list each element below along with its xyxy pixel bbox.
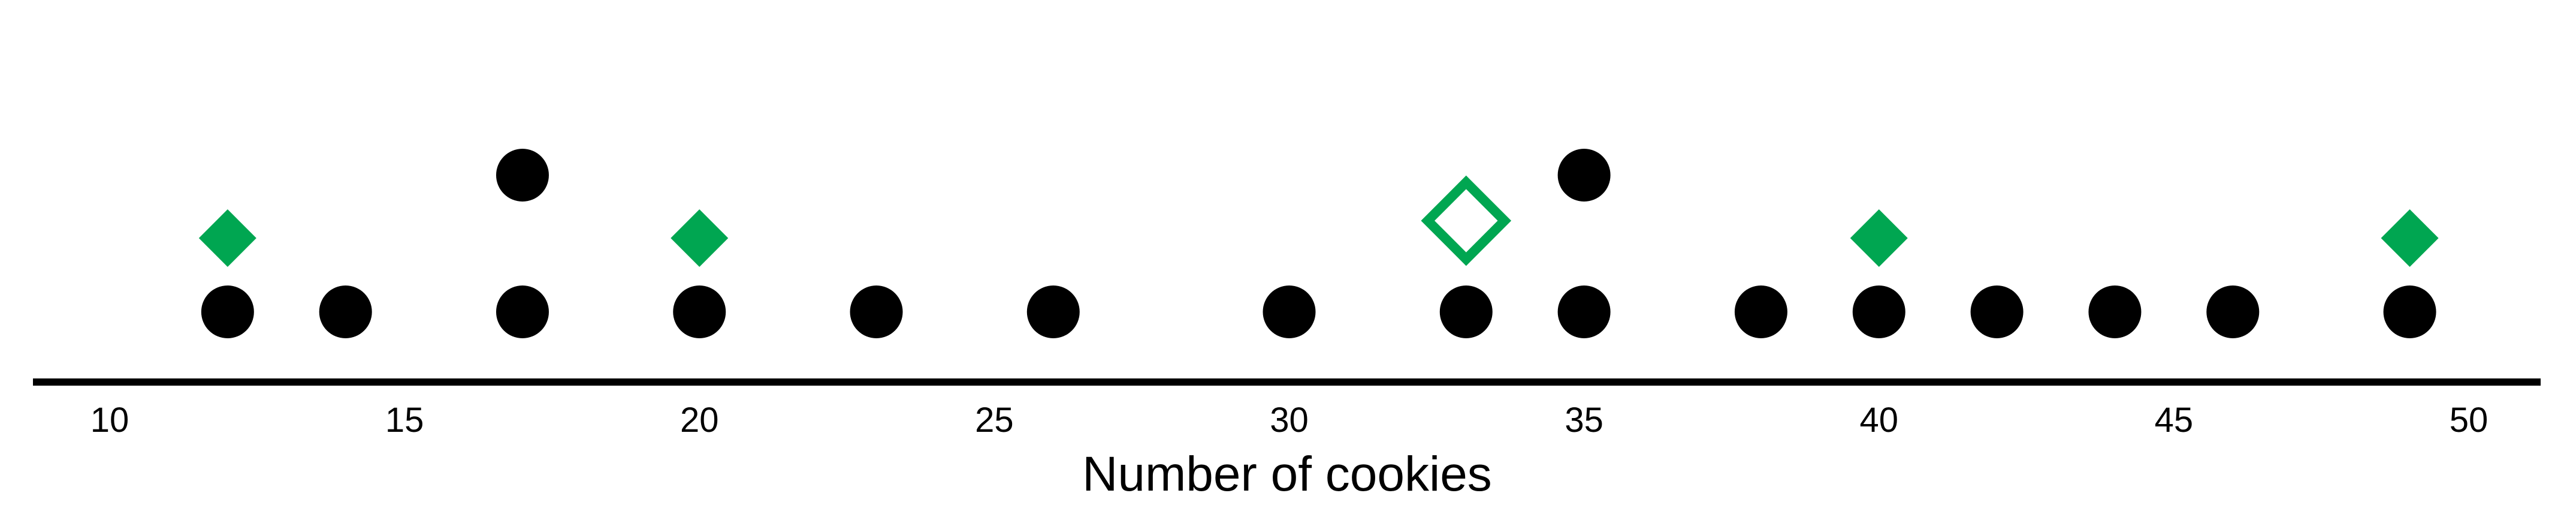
data-point [1026, 285, 1080, 338]
open-diamond-marker [1421, 175, 1512, 266]
data-point [1439, 285, 1493, 338]
data-point [496, 149, 549, 202]
data-point [319, 285, 372, 338]
data-marks [198, 149, 2439, 338]
x-tick-label: 50 [2450, 401, 2489, 440]
data-point [1970, 285, 2024, 338]
filled-diamond-marker [671, 209, 729, 267]
x-tick-label: 45 [2155, 401, 2194, 440]
x-axis-ticks: 10 15 20 25 30 35 40 45 50 [90, 401, 2489, 440]
filled-diamond-marker [198, 209, 256, 267]
data-point [673, 285, 726, 338]
data-point [2088, 285, 2142, 338]
x-tick-label: 20 [680, 401, 719, 440]
data-point [1263, 285, 1316, 338]
data-point [1852, 285, 1905, 338]
filled-diamond-marker [1850, 209, 1908, 267]
x-tick-label: 15 [385, 401, 424, 440]
x-axis-title: Number of cookies [1082, 447, 1492, 501]
data-point [850, 285, 903, 338]
x-tick-label: 10 [90, 401, 129, 440]
filled-diamond-marker [2381, 209, 2439, 267]
x-tick-label: 30 [1270, 401, 1309, 440]
data-point [201, 285, 254, 338]
data-point [2206, 285, 2260, 338]
x-tick-label: 40 [1859, 401, 1898, 440]
data-point [1557, 149, 1611, 202]
data-point [1557, 285, 1611, 338]
x-tick-label: 35 [1565, 401, 1603, 440]
x-tick-label: 25 [975, 401, 1014, 440]
data-point [2383, 285, 2436, 338]
data-point [1734, 285, 1787, 338]
data-point [496, 285, 549, 338]
